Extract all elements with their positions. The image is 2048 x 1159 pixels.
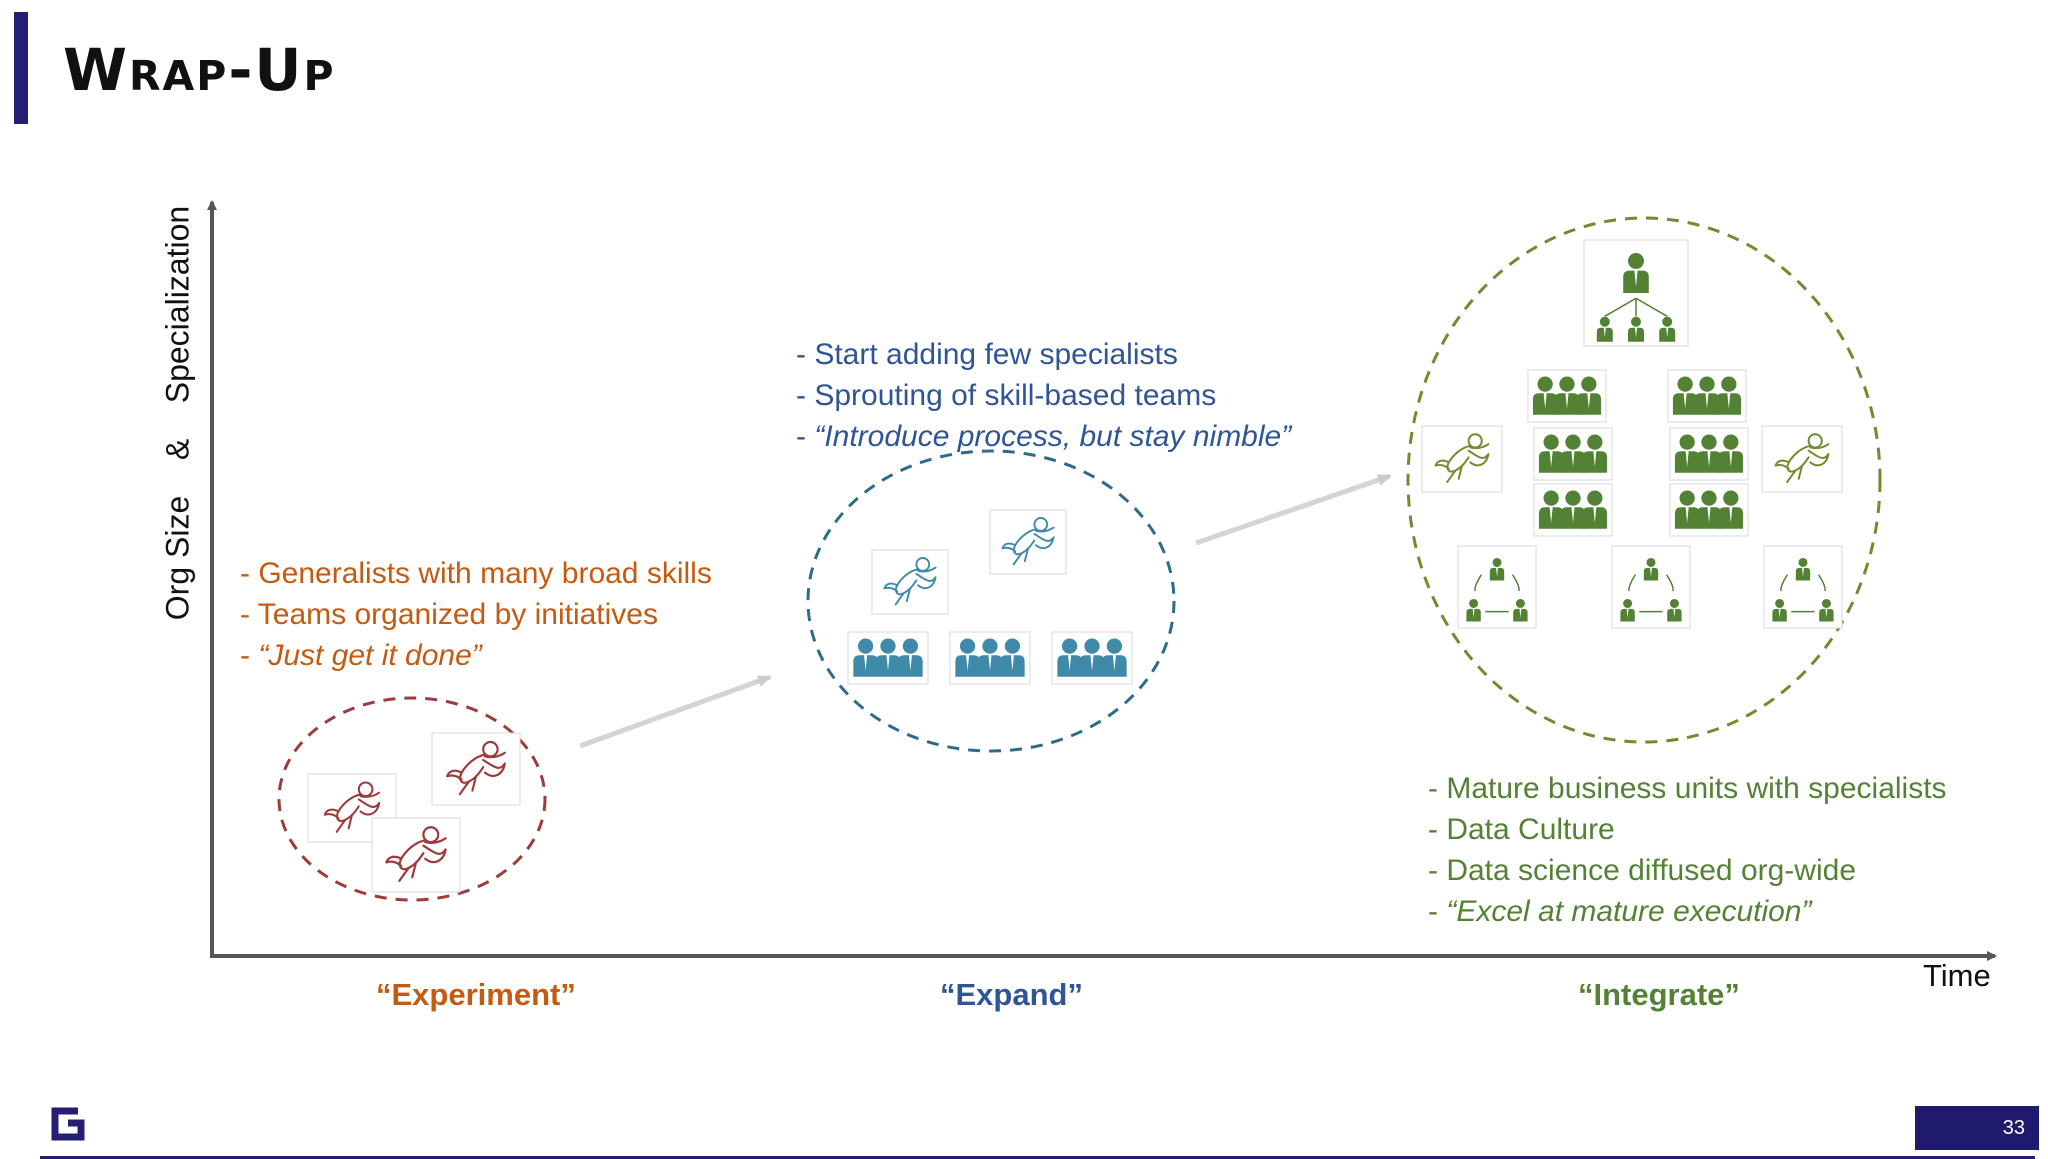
superhero-icon <box>1421 425 1503 493</box>
integrate-bullet: - Data science diffused org-wide <box>1428 854 1856 887</box>
integrate-circle <box>1406 216 1882 744</box>
team-icon <box>1527 369 1607 423</box>
superhero-icon <box>1761 425 1843 493</box>
experiment-bullet: - Generalists with many broad skills <box>240 557 712 590</box>
expand-bullet: - Sprouting of skill-based teams <box>796 379 1217 412</box>
stage-label-experiment: “Experiment” <box>376 977 576 1012</box>
superhero-icon <box>431 732 521 806</box>
y-axis-label: Org Size & Specialization <box>159 205 196 621</box>
x-axis-label: Time <box>1923 958 1991 993</box>
page-number: 33 <box>1915 1106 2039 1150</box>
team-icon <box>1669 427 1749 481</box>
progress-arrow-2 <box>1195 473 1392 546</box>
team-icon <box>847 631 929 685</box>
superhero-icon <box>989 509 1067 575</box>
integrate-bullet: - Data Culture <box>1428 813 1615 846</box>
superhero-icon <box>371 817 461 893</box>
title-accent-bar <box>14 12 28 124</box>
expand-bullets: - Start adding few specialists - Sprouti… <box>796 334 1291 457</box>
expand-bullet: - Start adding few specialists <box>796 338 1178 371</box>
team-icon <box>1533 483 1613 537</box>
integrate-quote-text: “Excel at mature execution” <box>1446 895 1812 928</box>
integrate-bullet: - Mature business units with specialists <box>1428 772 1947 805</box>
expand-circle <box>806 449 1176 753</box>
experiment-bullets: - Generalists with many broad skills - T… <box>240 553 712 676</box>
superhero-icon <box>871 549 949 615</box>
progress-arrow-1 <box>579 674 772 749</box>
experiment-quote: - “Just get it done” <box>240 639 482 672</box>
experiment-bullet: - Teams organized by initiatives <box>240 598 658 631</box>
team-icon <box>1051 631 1133 685</box>
cycle-team-icon <box>1457 545 1537 629</box>
page-title: Wrap-Up <box>63 36 336 104</box>
experiment-quote-text: “Just get it done” <box>258 639 482 672</box>
team-icon <box>949 631 1031 685</box>
integrate-bullets: - Mature business units with specialists… <box>1428 768 1947 932</box>
icons-layer <box>307 239 1843 893</box>
stage-label-integrate: “Integrate” <box>1578 977 1740 1012</box>
integrate-quote: - “Excel at mature execution” <box>1428 895 1812 928</box>
cycle-team-icon <box>1611 545 1691 629</box>
expand-quote-text: “Introduce process, but stay nimble” <box>814 420 1292 453</box>
team-icon <box>1533 427 1613 481</box>
superhero-icon <box>307 773 397 843</box>
hierarchy-icon <box>1583 239 1689 347</box>
expand-quote: - “Introduce process, but stay nimble” <box>796 420 1292 453</box>
company-logo-icon <box>51 1107 85 1141</box>
cycle-team-icon <box>1763 545 1843 629</box>
team-icon <box>1667 369 1747 423</box>
experiment-circle <box>277 696 547 902</box>
stage-label-expand: “Expand” <box>940 977 1083 1012</box>
team-icon <box>1669 483 1749 537</box>
